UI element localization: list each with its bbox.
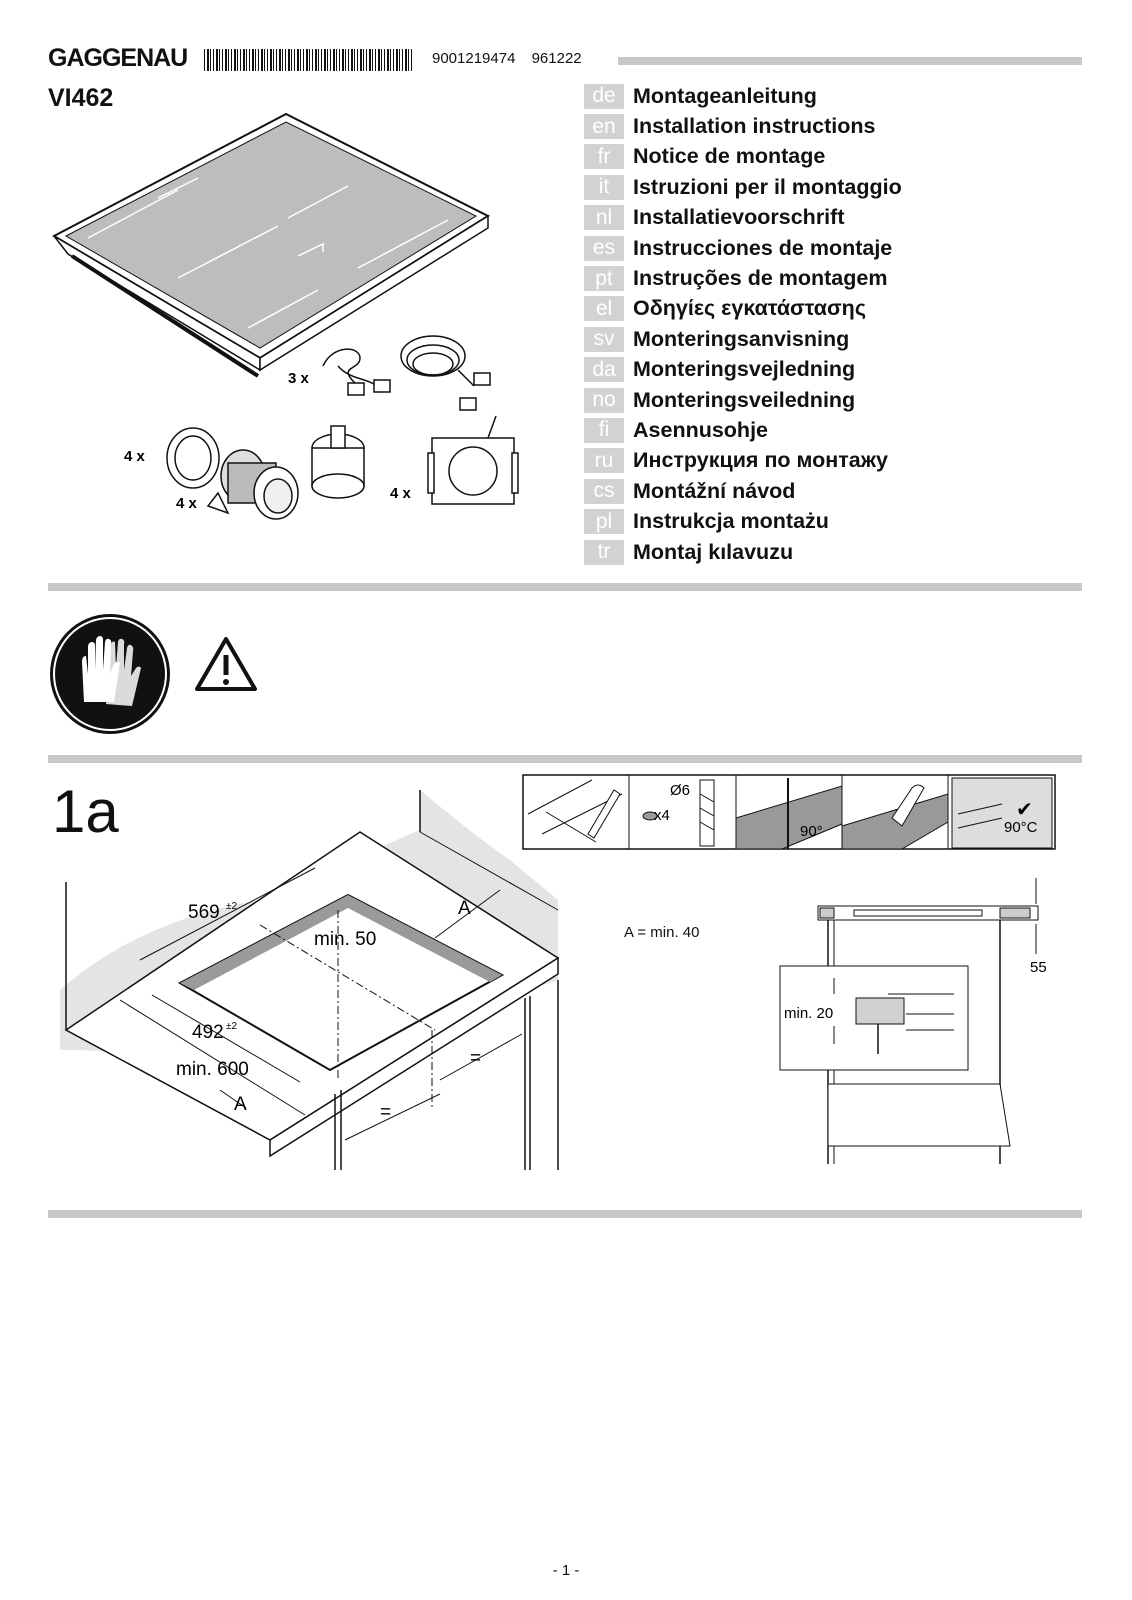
language-row: fi Asennusohje	[584, 415, 902, 445]
clearance-note: A = min. 40	[624, 924, 700, 941]
language-code-badge: no	[584, 387, 624, 413]
language-title: Инструкция по монтажу	[633, 448, 888, 473]
language-title: Monteringsanvisning	[633, 326, 850, 351]
language-code-badge: en	[584, 114, 624, 140]
language-code-badge: nl	[584, 205, 624, 231]
height-dimension: 55	[1030, 959, 1047, 976]
page-number: - 1 -	[552, 1562, 580, 1579]
language-title: Asennusohje	[633, 417, 768, 442]
plate-quantity: 4 x	[390, 485, 412, 502]
header-rule	[618, 57, 1082, 65]
tool-steps-strip: Ø6 x4 90° ✔ 90°C	[522, 774, 1056, 850]
language-code-badge: da	[584, 357, 624, 383]
depth-dimension: 492	[192, 1022, 224, 1043]
language-title: Οδηγίες εγκατάστασης	[633, 296, 866, 321]
step-number: 1a	[52, 778, 119, 845]
language-row: fr Notice de montage	[584, 142, 902, 172]
language-row: da Monteringsvejledning	[584, 355, 902, 385]
language-title: Istruzioni per il montaggio	[633, 174, 902, 199]
parts-illustration: 3 x 4 x 4 x 4 x	[51, 112, 519, 520]
language-title: Montaj kılavuzu	[633, 539, 794, 564]
back-clearance: min. 50	[314, 929, 376, 950]
section-divider	[48, 755, 1082, 763]
worktop-depth: min. 600	[176, 1059, 249, 1080]
language-code-badge: fr	[584, 144, 624, 170]
language-row: ru Инструкция по монтажу	[584, 446, 902, 476]
warning-icon	[195, 637, 257, 691]
section-divider	[48, 583, 1082, 591]
gloves-icon	[50, 614, 170, 734]
min-spacing: min. 20	[784, 1005, 833, 1022]
language-row: es Instrucciones de montaje	[584, 233, 902, 263]
language-title: Monteringsveiledning	[633, 387, 856, 412]
language-code-badge: es	[584, 235, 624, 261]
ring-quantity: 4 x	[124, 448, 146, 465]
language-title: Installatievoorschrift	[633, 205, 845, 230]
equal-spacing-right: =	[470, 1048, 481, 1069]
drill-bit-icon	[642, 779, 715, 847]
drill-count: x4	[654, 807, 670, 824]
language-code-badge: pl	[584, 509, 624, 535]
language-row: pt Instruções de montagem	[584, 263, 902, 293]
language-row: de Montageanleitung	[584, 81, 902, 111]
depth-tolerance: ±2	[226, 1021, 237, 1032]
language-title: Instruções de montagem	[633, 266, 888, 291]
language-title: Monteringsvejledning	[633, 357, 856, 382]
language-code-badge: ru	[584, 448, 624, 474]
heat-resistant-cabinet-icon	[951, 777, 1053, 849]
barcode	[204, 49, 414, 71]
document-number: 9001219474 961222	[432, 50, 582, 67]
brand-logo: GAGGENAU	[48, 44, 188, 72]
language-row: sv Monteringsanvisning	[584, 324, 902, 354]
language-title: Instrucciones de montaje	[633, 235, 893, 260]
language-code-badge: tr	[584, 539, 624, 565]
cutout-diagram: 569 ±2 min. 50 A 492 ±2 min. 600 A = =	[60, 790, 560, 1170]
knob-quantity: 4 x	[176, 495, 198, 512]
language-title: Instrukcja montażu	[633, 509, 829, 534]
saw-cut-icon	[735, 778, 843, 850]
width-tolerance: ±2	[226, 901, 237, 912]
side-view-diagram: 55 min. 20	[779, 878, 1047, 1164]
approved-check-icon: ✔	[1016, 799, 1033, 821]
width-dimension: 569	[188, 902, 220, 923]
drill-diameter: Ø6	[670, 782, 690, 799]
knob-cap-illustration	[311, 425, 365, 499]
language-title: Montageanleitung	[633, 83, 817, 108]
language-code-badge: cs	[584, 478, 624, 504]
language-code-badge: it	[584, 174, 624, 200]
equal-spacing-left: =	[380, 1102, 391, 1123]
knob-body-illustration	[206, 449, 299, 520]
language-code-badge: de	[584, 83, 624, 109]
language-code-badge: sv	[584, 326, 624, 352]
saw-angle: 90°	[800, 823, 823, 840]
ring-nut-illustration	[166, 427, 220, 489]
language-row: nl Installatievoorschrift	[584, 203, 902, 233]
cable-quantity: 3 x	[288, 370, 310, 387]
model-number: VI462	[48, 84, 114, 112]
clearance-a-front: A	[234, 1094, 247, 1115]
language-row: tr Montaj kılavuzu	[584, 537, 902, 567]
language-title: Notice de montage	[633, 144, 826, 169]
language-title: Montážní návod	[633, 478, 796, 503]
language-row: pl Instrukcja montażu	[584, 506, 902, 536]
language-code-badge: el	[584, 296, 624, 322]
language-row: cs Montážní návod	[584, 476, 902, 506]
mounting-plate-illustration	[427, 415, 519, 505]
sealant-brush-icon	[841, 784, 949, 850]
language-code-badge: fi	[584, 417, 624, 443]
heat-rating: 90°C	[1004, 819, 1038, 836]
cooktop-illustration	[51, 112, 491, 378]
section-divider	[48, 1210, 1082, 1218]
language-list: de Montageanleitung en Installation instruc…	[584, 81, 902, 567]
language-title: Installation instructions	[633, 114, 876, 139]
language-row: en Installation instructions	[584, 111, 902, 141]
marking-pencil-icon	[527, 779, 623, 843]
cable-illustration	[322, 335, 491, 411]
clearance-a-top: A	[458, 898, 471, 919]
language-row: it Istruzioni per il montaggio	[584, 172, 902, 202]
language-row: el Οδηγίες εγκατάστασης	[584, 294, 902, 324]
language-row: no Monteringsveiledning	[584, 385, 902, 415]
language-code-badge: pt	[584, 266, 624, 292]
